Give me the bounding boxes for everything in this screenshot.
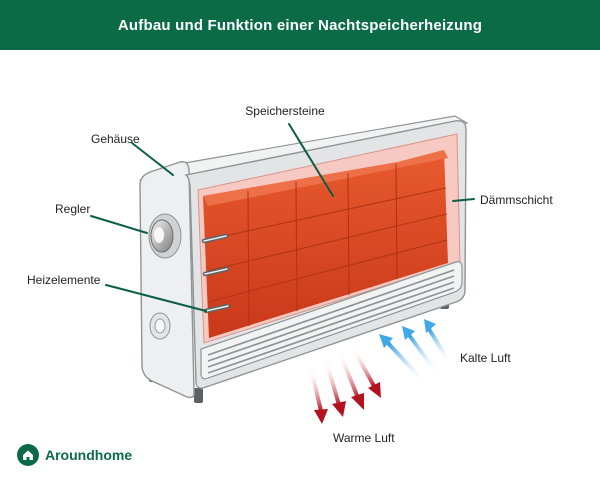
foot-front-right bbox=[194, 388, 203, 403]
heating-element-rods bbox=[201, 233, 231, 314]
air-vent-grille bbox=[200, 261, 463, 380]
cold-air-arrows bbox=[379, 319, 452, 385]
leader-gehaeuse bbox=[131, 142, 174, 176]
house-icon bbox=[17, 444, 39, 466]
label-heizelemente: Heizelemente bbox=[27, 273, 101, 287]
label-daemmschicht: Dämmschicht bbox=[480, 193, 553, 207]
button-icon bbox=[149, 312, 171, 340]
knob-icon bbox=[148, 213, 182, 259]
leader-speichersteine bbox=[288, 123, 334, 197]
heater-diagram: Speichersteine Gehäuse Regler Dämmschich… bbox=[27, 104, 553, 445]
brand-prefix: Around bbox=[45, 447, 95, 463]
label-speichersteine: Speichersteine bbox=[245, 104, 325, 118]
leader-daemmschicht bbox=[452, 198, 475, 202]
label-warme-luft: Warme Luft bbox=[333, 431, 395, 445]
label-regler: Regler bbox=[55, 202, 90, 216]
brand-name: Aroundhome bbox=[45, 447, 132, 463]
label-kalte-luft: Kalte Luft bbox=[460, 351, 511, 365]
label-gehaeuse: Gehäuse bbox=[91, 132, 140, 146]
leader-regler bbox=[90, 215, 148, 234]
brand-suffix: home bbox=[94, 447, 133, 463]
storage-bricks bbox=[203, 150, 448, 338]
warm-air-arrows bbox=[309, 346, 381, 424]
header-bar: Aufbau und Funktion einer Nachtspeicherh… bbox=[0, 0, 600, 50]
leader-heizelemente bbox=[105, 284, 207, 312]
brand-logo: Aroundhome bbox=[17, 444, 132, 466]
page-title: Aufbau und Funktion einer Nachtspeicherh… bbox=[117, 16, 483, 34]
